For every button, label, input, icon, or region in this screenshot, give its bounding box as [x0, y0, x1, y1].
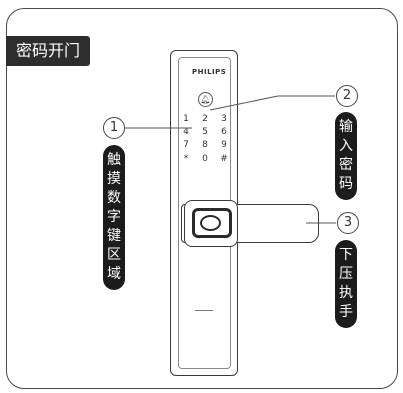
keypad-key[interactable]: # — [220, 154, 228, 164]
page-title: 密码开门 — [6, 36, 91, 66]
doorbell-icon: 🔔︎ — [198, 92, 213, 107]
keypad-key[interactable]: 6 — [221, 127, 227, 137]
keyhole-slot — [195, 310, 213, 311]
keypad-key[interactable]: 4 — [183, 127, 189, 137]
keypad-key[interactable]: * — [183, 154, 189, 164]
keypad-key[interactable]: 8 — [202, 140, 208, 150]
brand-logo: PHILIPS — [192, 68, 227, 76]
touch-keypad-label: 触 摸 数 字 键 区 域 — [103, 145, 125, 290]
callout-1: 1 — [103, 117, 125, 139]
keypad-key[interactable]: 3 — [221, 114, 227, 124]
callout-3: 3 — [337, 212, 359, 234]
fingerprint-icon — [200, 215, 221, 231]
keypad-key[interactable]: 5 — [202, 127, 208, 137]
keypad-key[interactable]: 0 — [202, 154, 208, 164]
input-password-label: 输 入 密 码 — [335, 112, 357, 200]
keypad-key[interactable]: 2 — [202, 114, 208, 124]
keypad-key[interactable]: 1 — [183, 114, 189, 124]
keypad-key[interactable]: 9 — [221, 140, 227, 150]
callout-2: 2 — [336, 85, 358, 107]
press-handle-label: 下 压 执 手 — [335, 240, 357, 328]
keypad-key[interactable]: 7 — [183, 140, 189, 150]
